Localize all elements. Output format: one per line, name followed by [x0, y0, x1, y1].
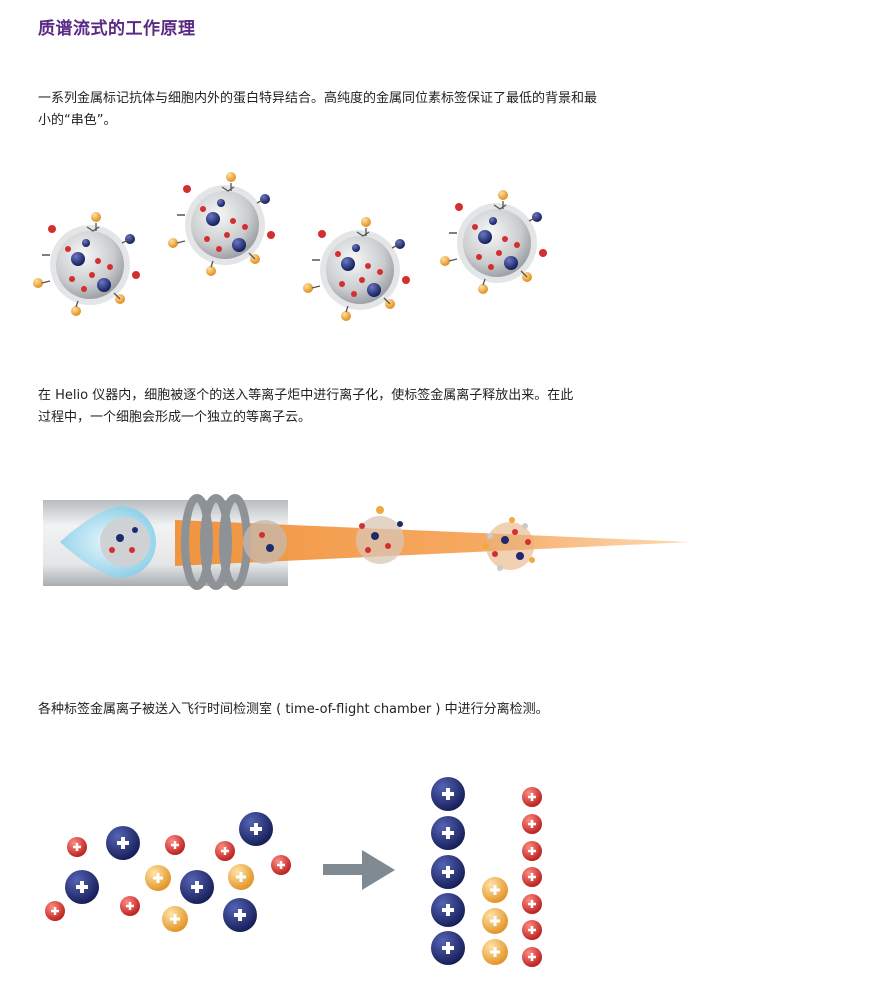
page-title: 质谱流式的工作原理	[38, 19, 196, 39]
cell-in-droplet	[100, 517, 150, 567]
labeled-cell	[32, 211, 141, 317]
paragraph-tof-detection: 各种标签金属离子被送入飞行时间检测室 ( time-of-flight cham…	[38, 699, 658, 721]
paragraph-ionization: 在 Helio 仪器内，细胞被逐个的送入等离子炬中进行离子化，使标签金属离子释放…	[38, 385, 638, 429]
ion-cloud	[483, 517, 535, 571]
ionizing-cell	[356, 516, 404, 564]
plasma-torch-illustration	[43, 494, 690, 590]
labeled-cells-illustration	[32, 171, 548, 322]
paragraph-line: 在 Helio 仪器内，细胞被逐个的送入等离子炬中进行离子化，使标签金属离子释放…	[38, 388, 574, 403]
labeled-cell	[302, 216, 411, 322]
ion-separation-illustration	[43, 775, 544, 969]
labeled-cell	[439, 189, 548, 295]
arrow-right-icon	[323, 850, 395, 890]
plasma-flame	[175, 520, 690, 566]
paragraph-line: 小的“串色”。	[38, 113, 117, 128]
paragraph-antibody-labeling: 一系列金属标记抗体与细胞内外的蛋白特异结合。高纯度的金属同位素标签保证了最低的背…	[38, 88, 678, 132]
paragraph-line: 过程中，一个细胞会形成一个独立的等离子云。	[38, 410, 312, 425]
labeled-cell	[167, 171, 276, 277]
paragraph-line: 一系列金属标记抗体与细胞内外的蛋白特异结合。高纯度的金属同位素标签保证了最低的背…	[38, 91, 598, 106]
paragraph-line: 各种标签金属离子被送入飞行时间检测室 ( time-of-flight cham…	[38, 702, 549, 717]
